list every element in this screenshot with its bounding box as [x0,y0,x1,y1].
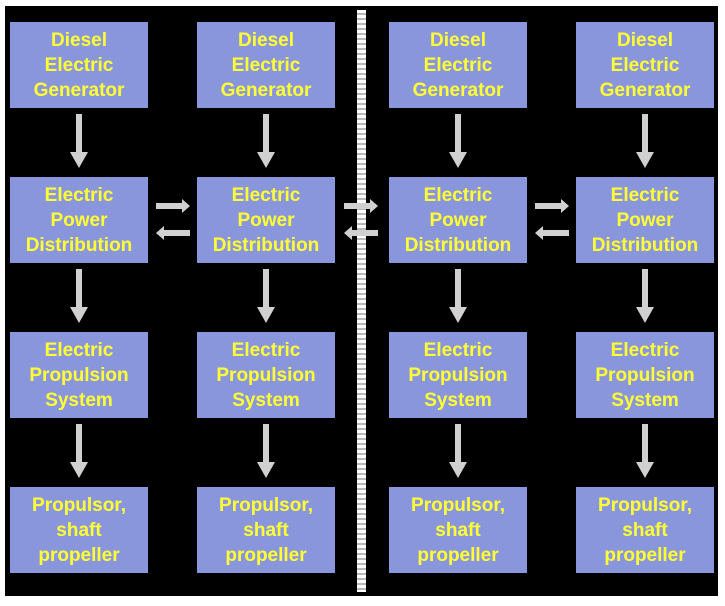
power-distribution-box-3: Electric Power Distribution [389,177,527,263]
bidirectional-arrow-icon [156,199,190,240]
down-arrow-icon [636,114,654,168]
propulsor-label-3: Propulsor, shaft propeller [411,494,505,566]
bidirectional-arrow-icon [535,199,569,240]
diesel-generator-box-1: Diesel Electric Generator [10,22,148,108]
power-distribution-label-2: Electric Power Distribution [212,184,320,256]
down-arrow-icon [257,269,275,323]
propulsor-box-2: Propulsor, shaft propeller [197,487,335,573]
propulsor-box-4: Propulsor, shaft propeller [576,487,714,573]
power-distribution-box-4: Electric Power Distribution [576,177,714,263]
diesel-generator-label-1: Diesel Electric Generator [33,29,125,101]
propulsor-label-4: Propulsor, shaft propeller [598,494,692,566]
propulsion-system-label-2: Electric Propulsion System [216,339,316,411]
propulsion-system-label-1: Electric Propulsion System [29,339,129,411]
down-arrow-icon [257,424,275,478]
down-arrow-icon [449,424,467,478]
down-arrow-icon [70,269,88,323]
down-arrow-icon [70,424,88,478]
power-distribution-label-4: Electric Power Distribution [591,184,699,256]
propulsion-system-box-3: Electric Propulsion System [389,332,527,418]
power-distribution-label-1: Electric Power Distribution [25,184,133,256]
down-arrow-icon [636,424,654,478]
propulsion-system-box-1: Electric Propulsion System [10,332,148,418]
bidirectional-arrow-icon [344,199,378,240]
diesel-generator-box-4: Diesel Electric Generator [576,22,714,108]
diesel-generator-label-3: Diesel Electric Generator [412,29,504,101]
down-arrow-icon [636,269,654,323]
down-arrow-icon [449,114,467,168]
center-divider-line [357,10,366,592]
down-arrow-icon [449,269,467,323]
propulsor-label-2: Propulsor, shaft propeller [219,494,313,566]
propulsor-box-3: Propulsor, shaft propeller [389,487,527,573]
propulsion-system-box-4: Electric Propulsion System [576,332,714,418]
down-arrow-icon [257,114,275,168]
power-distribution-box-1: Electric Power Distribution [10,177,148,263]
down-arrow-icon [70,114,88,168]
diesel-generator-label-4: Diesel Electric Generator [599,29,691,101]
diesel-generator-box-3: Diesel Electric Generator [389,22,527,108]
propulsor-label-1: Propulsor, shaft propeller [32,494,126,566]
diesel-generator-label-2: Diesel Electric Generator [220,29,312,101]
power-distribution-label-3: Electric Power Distribution [404,184,512,256]
propulsion-system-label-3: Electric Propulsion System [408,339,508,411]
power-distribution-box-2: Electric Power Distribution [197,177,335,263]
propulsor-box-1: Propulsor, shaft propeller [10,487,148,573]
propulsion-system-box-2: Electric Propulsion System [197,332,335,418]
diesel-generator-box-2: Diesel Electric Generator [197,22,335,108]
propulsion-system-label-4: Electric Propulsion System [595,339,695,411]
